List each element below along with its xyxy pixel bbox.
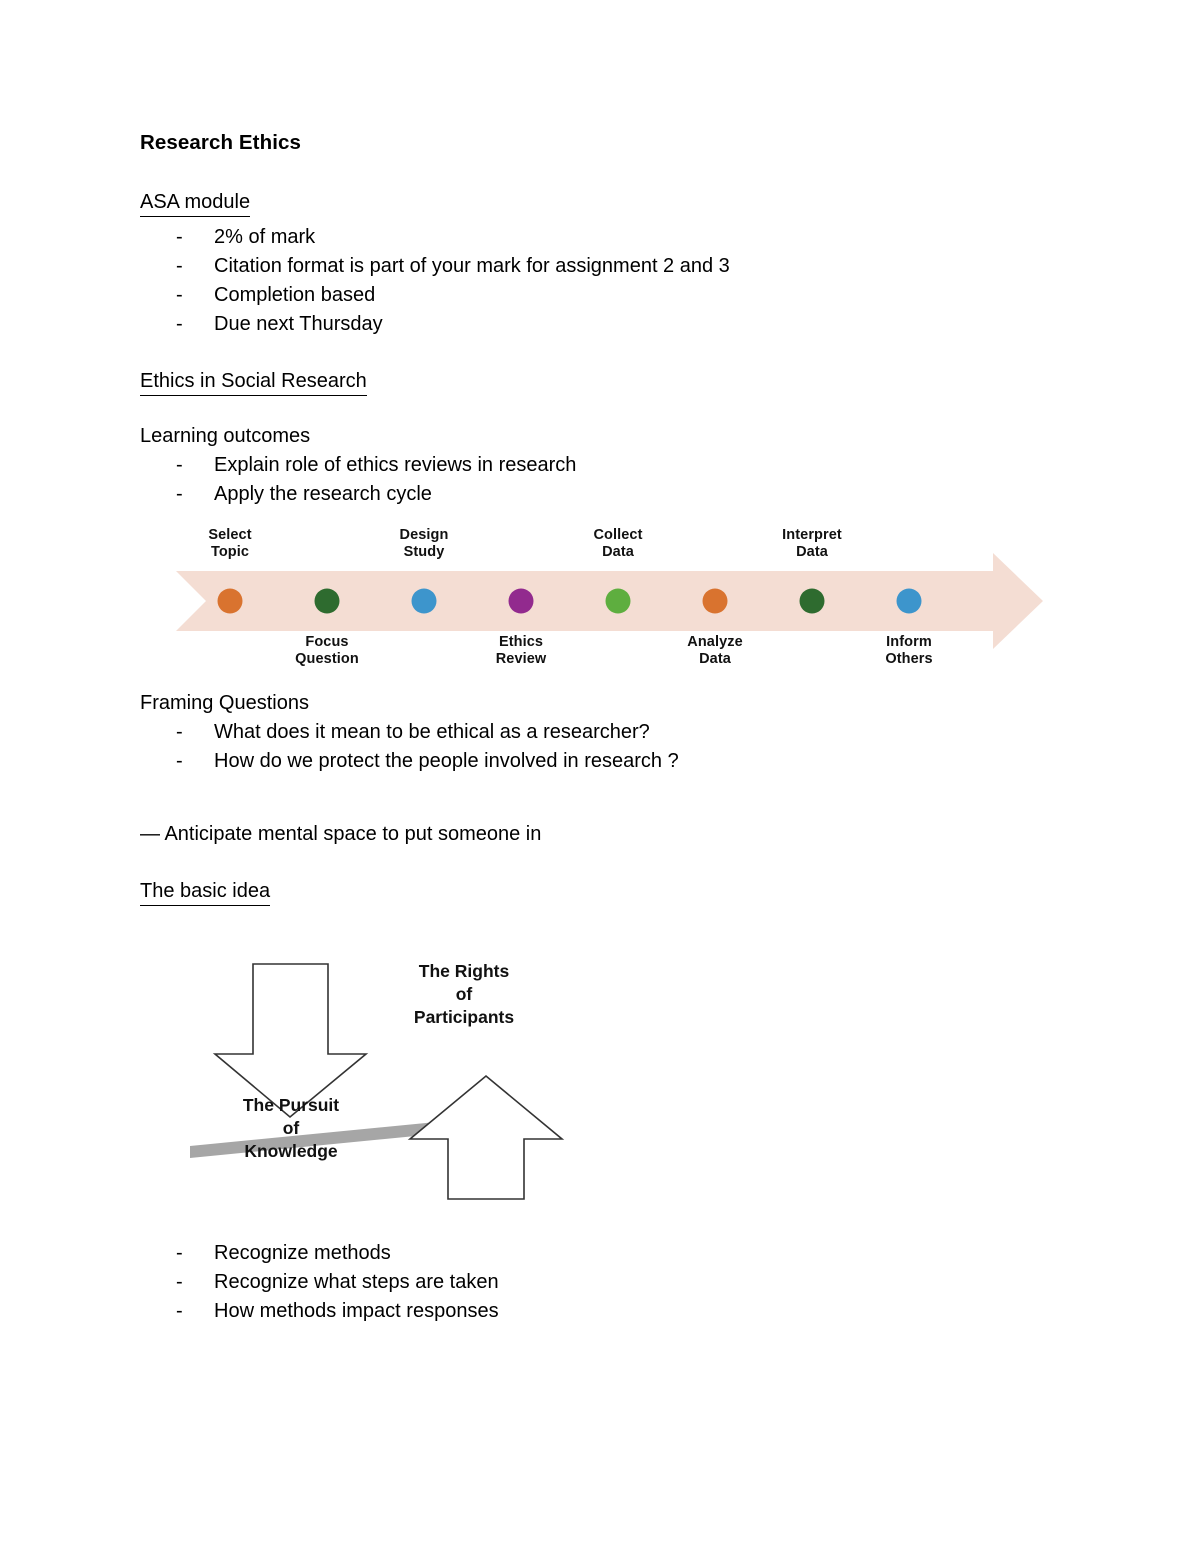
list-item: Recognize methods xyxy=(140,1239,1070,1268)
research-cycle-diagram: Select Topic Focus Question Design Study… xyxy=(140,521,1070,689)
balance-label-rights-of-participants: The Rights of Participants xyxy=(374,960,554,1029)
cycle-label-line2: Review xyxy=(495,650,547,667)
research-cycle-arrow-svg xyxy=(176,552,1043,649)
section-asa-module: ASA module xyxy=(140,190,1070,217)
balance-label-line1: The Pursuit xyxy=(242,1094,340,1115)
list-item: Citation format is part of your mark for… xyxy=(140,252,1070,281)
balance-label-line3: Knowledge xyxy=(244,1140,338,1161)
cycle-label-line2: Data xyxy=(796,543,828,560)
cycle-step-label-design-study: Design Study xyxy=(359,527,489,561)
anticipate-note: — Anticipate mental space to put someone… xyxy=(140,822,542,845)
cycle-label-line2: Data xyxy=(602,543,634,560)
list-item: How do we protect the people involved in… xyxy=(140,747,1070,776)
list-item: Completion based xyxy=(140,281,1070,310)
learning-outcomes-label: Learning outcomes xyxy=(140,424,311,447)
asa-module-bullets: 2% of mark Citation format is part of yo… xyxy=(140,223,1070,339)
cycle-step-dot xyxy=(217,588,243,614)
cycle-label-line2: Study xyxy=(403,543,445,560)
cycle-label-line1: Ethics xyxy=(498,633,544,650)
cycle-step-dot xyxy=(411,588,437,614)
cycle-label-line1: Interpret xyxy=(782,526,842,543)
balance-label-pursuit-of-knowledge: The Pursuit of Knowledge xyxy=(196,1094,386,1163)
balance-scale-svg xyxy=(190,962,565,1200)
cycle-step-label-analyze-data: Analyze Data xyxy=(650,634,780,668)
cycle-step-label-interpret-data: Interpret Data xyxy=(747,527,877,561)
cycle-label-line1: Design xyxy=(399,526,449,543)
balance-label-line2: of xyxy=(282,1117,300,1138)
cycle-step-dot xyxy=(508,588,534,614)
section-heading-ethics-social-research: Ethics in Social Research xyxy=(140,369,367,396)
cycle-step-label-focus-question: Focus Question xyxy=(262,634,392,668)
cycle-label-line2: Question xyxy=(295,650,359,667)
cycle-label-line2: Data xyxy=(699,650,731,667)
cycle-label-line1: Collect xyxy=(593,526,643,543)
list-item: Explain role of ethics reviews in resear… xyxy=(140,451,1070,480)
spacer xyxy=(140,776,1070,820)
cycle-step-label-inform-others: Inform Others xyxy=(844,634,974,668)
section-heading-basic-idea: The basic idea xyxy=(140,879,271,906)
cycle-label-line2: Others xyxy=(885,650,933,667)
balance-label-line1: The Rights xyxy=(418,960,510,981)
down-arrow-icon xyxy=(212,962,369,1118)
learning-outcomes-bullets: Explain role of ethics reviews in resear… xyxy=(140,451,1070,509)
cycle-label-line1: Inform xyxy=(886,633,932,650)
ethics-balance-diagram: The Rights of Participants The Pursuit o… xyxy=(178,954,598,1209)
list-item: Recognize what steps are taken xyxy=(140,1268,1070,1297)
balance-label-line2: of xyxy=(455,983,473,1004)
section-ethics-in-social-research: Ethics in Social Research xyxy=(140,369,1070,396)
framing-questions-bullets: What does it mean to be ethical as a res… xyxy=(140,718,1070,776)
document-content: Research Ethics ASA module 2% of mark Ci… xyxy=(140,130,1070,1326)
cycle-label-line2: Topic xyxy=(210,543,250,560)
cycle-step-dot xyxy=(896,588,922,614)
cycle-step-dot xyxy=(702,588,728,614)
cycle-step-dot xyxy=(799,588,825,614)
cycle-step-label-collect-data: Collect Data xyxy=(553,527,683,561)
cycle-step-label-select-topic: Select Topic xyxy=(165,527,295,561)
page-title: Research Ethics xyxy=(140,131,302,154)
balance-label-line3: Participants xyxy=(413,1006,515,1027)
list-item: Apply the research cycle xyxy=(140,480,1070,509)
list-item: Due next Thursday xyxy=(140,310,1070,339)
cycle-step-dot xyxy=(605,588,631,614)
spacer xyxy=(140,402,1070,422)
cycle-label-line1: Focus xyxy=(305,633,349,650)
section-basic-idea: The basic idea xyxy=(140,879,1070,906)
list-item: How methods impact responses xyxy=(140,1297,1070,1326)
cycle-label-line1: Analyze xyxy=(687,633,743,650)
cycle-label-line1: Select xyxy=(208,526,252,543)
framing-questions-heading: Framing Questions xyxy=(140,691,309,714)
list-item: What does it mean to be ethical as a res… xyxy=(140,718,1070,747)
cycle-step-label-ethics-review: Ethics Review xyxy=(456,634,586,668)
spacer xyxy=(140,339,1070,369)
spacer xyxy=(140,1209,1070,1239)
cycle-dot-group xyxy=(217,588,922,614)
up-arrow-icon xyxy=(407,1074,565,1200)
basic-idea-bullets: Recognize methods Recognize what steps a… xyxy=(140,1239,1070,1326)
spacer xyxy=(140,849,1070,879)
cycle-step-dot xyxy=(314,588,340,614)
section-heading-asa: ASA module xyxy=(140,190,251,217)
list-item: 2% of mark xyxy=(140,223,1070,252)
